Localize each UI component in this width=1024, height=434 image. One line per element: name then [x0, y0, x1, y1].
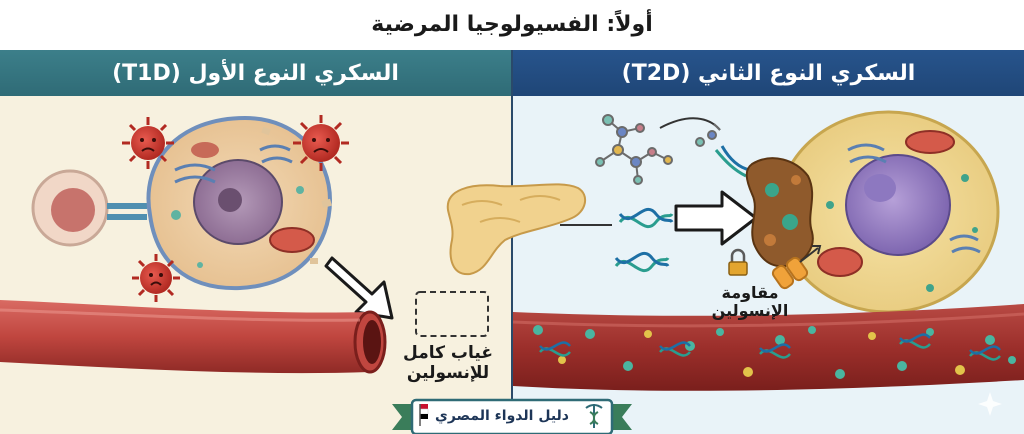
sparkle-icon [978, 392, 1002, 416]
blood-vessel-t1d [0, 300, 387, 374]
page-title: أولاً: الفسيولوجيا المرضية [371, 11, 653, 37]
dna-icon [614, 251, 670, 273]
caduceus-icon [585, 404, 603, 428]
arrow-icon [324, 256, 394, 320]
empty-insulin-box [415, 291, 489, 337]
insulin-resistance-label: مقاومة الإنسولين [700, 283, 800, 321]
footer-banner-text: دليل الدواء المصري [435, 408, 569, 424]
egypt-flag-icon [419, 404, 429, 426]
rusty-receptor [745, 157, 814, 268]
insulin-resistant-cell [776, 110, 1000, 314]
molecule-icon [595, 114, 721, 185]
footer-banner [392, 398, 632, 434]
pancreas-icon [446, 183, 587, 276]
header-t1d: السكري النوع الأول (T1D) [0, 50, 511, 96]
dna-icon [618, 207, 674, 229]
blood-vessel-t2d [512, 304, 1024, 391]
panel-divider [511, 50, 513, 434]
lock-icon [728, 248, 748, 276]
resistance-label-line1: مقاومة [721, 283, 779, 302]
insulin-receptor-channel [771, 245, 822, 290]
absence-of-insulin-label: غياب كامل للإنسولين [400, 343, 496, 383]
absence-label-line1: غياب كامل [403, 343, 493, 363]
virus-icon [293, 115, 349, 171]
damaged-beta-cell [146, 115, 333, 291]
dna-icon [714, 145, 751, 178]
resistance-label-line2: الإنسولين [711, 301, 789, 321]
absence-label-line2: للإنسولين [406, 362, 490, 383]
virus-icon [132, 254, 180, 302]
virus-icon [122, 117, 174, 169]
immune-cell [31, 169, 147, 247]
header-t2d: السكري النوع الثاني (T2D) [513, 50, 1024, 96]
dna-icon [539, 333, 1001, 361]
arrow-icon [674, 190, 758, 246]
